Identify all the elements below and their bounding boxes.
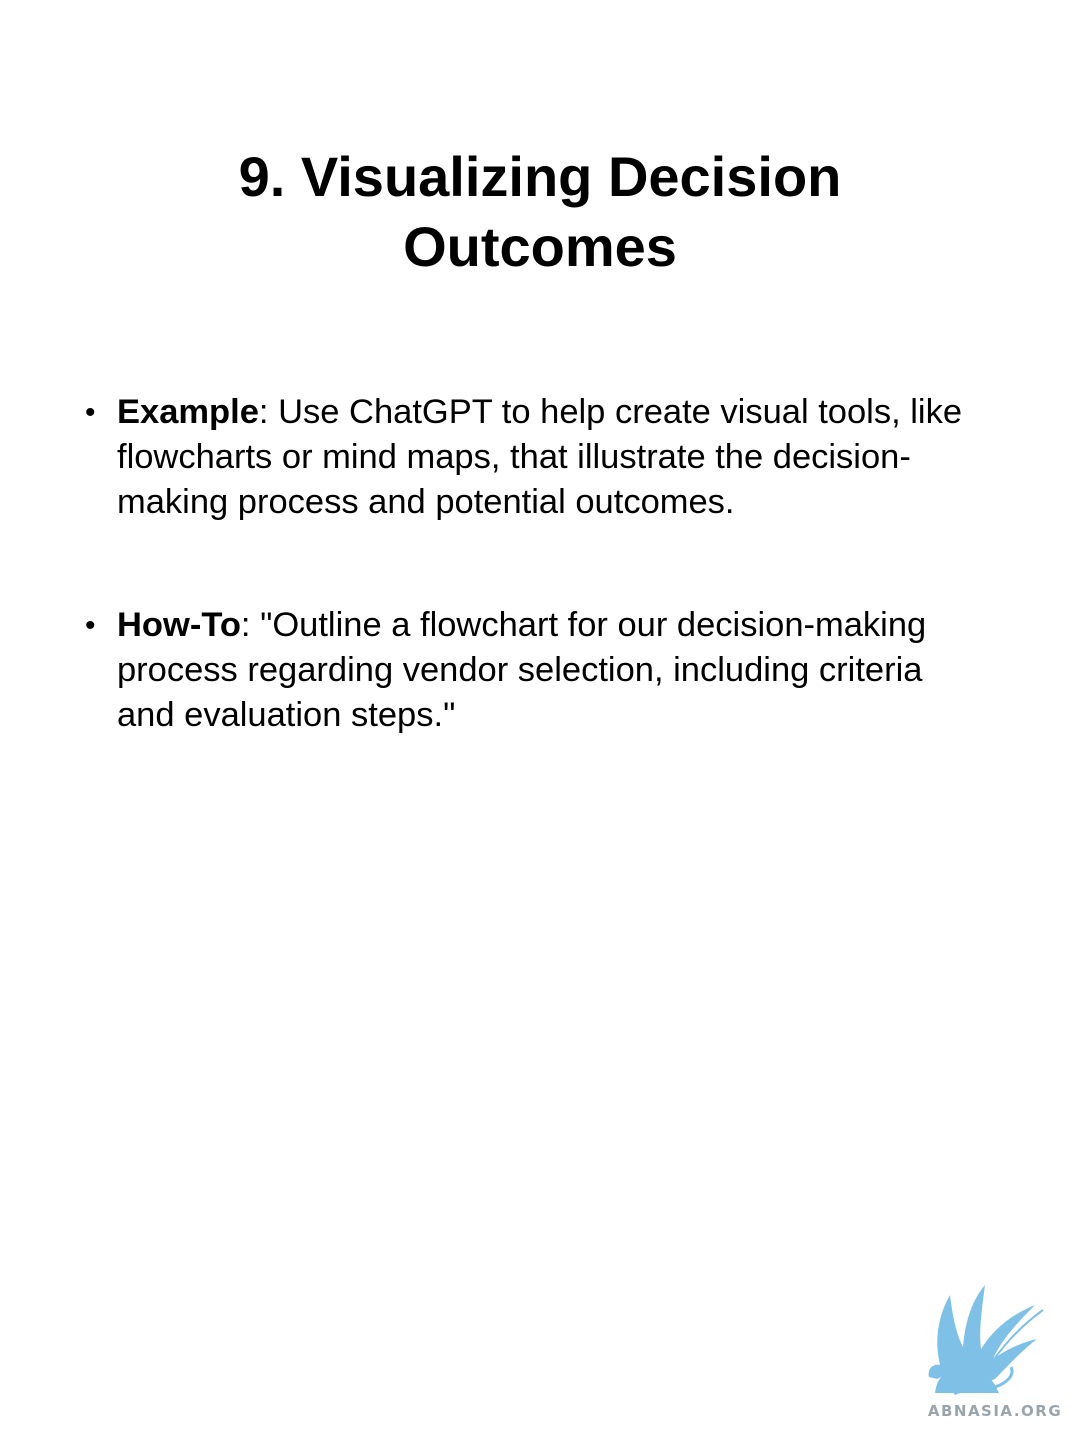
- bullet-item-example: • Example: Use ChatGPT to help create vi…: [85, 390, 985, 525]
- logo-text: ABNASIA.ORG: [927, 1402, 1063, 1420]
- bullet-list: • Example: Use ChatGPT to help create vi…: [85, 390, 985, 738]
- bullet-term: Example: [117, 393, 259, 431]
- bullet-dot-icon: •: [85, 609, 96, 642]
- bullet-text: : Use ChatGPT to help create visual tool…: [117, 393, 963, 521]
- bullet-item-how-to: • How-To: "Outline a flowchart for our d…: [85, 603, 985, 738]
- griffin-feather-logo-icon: [928, 1285, 1044, 1395]
- bullet-text: : "Outline a flowchart for our decision-…: [117, 606, 927, 734]
- bullet-term: How-To: [117, 606, 241, 644]
- logo: ABNASIA.ORG: [915, 1275, 1075, 1425]
- bullet-dot-icon: •: [85, 396, 96, 429]
- slide-title: 9. Visualizing Decision Outcomes: [238, 145, 842, 278]
